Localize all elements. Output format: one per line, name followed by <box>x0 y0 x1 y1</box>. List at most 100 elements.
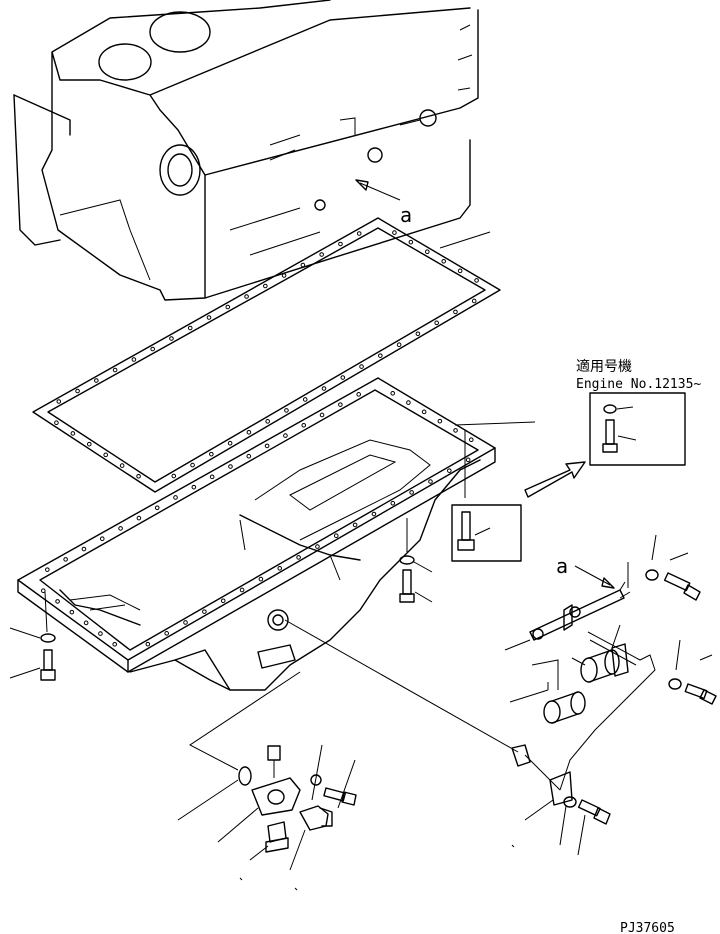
bolt-hole <box>378 353 383 358</box>
engine-block <box>13 0 479 301</box>
bolt-hole <box>136 473 141 479</box>
bolt-hole <box>338 241 343 247</box>
bolt-hole <box>118 526 123 531</box>
bolt-hole <box>81 546 87 552</box>
bolt-hole <box>300 262 306 268</box>
bolt-hole <box>390 390 396 396</box>
bolt-hole <box>112 641 118 647</box>
bolt-hole <box>390 500 396 506</box>
bolt-hole <box>465 457 471 463</box>
bolt-hole <box>406 400 411 405</box>
bolt-hole <box>119 463 125 468</box>
bolt-hole <box>392 230 397 235</box>
drain-plug-assembly <box>177 671 515 891</box>
bolt-hole <box>209 451 214 457</box>
bolt-hole <box>281 273 287 278</box>
bolt-hole <box>447 468 452 473</box>
callout-a-tube-label: a <box>556 554 568 578</box>
gauge-guide-wire <box>284 619 611 856</box>
bolt-hole <box>244 294 249 299</box>
bolt-hole <box>70 431 76 436</box>
bolt-hole <box>424 249 430 255</box>
bolt-hole <box>173 495 178 500</box>
bolt-hole <box>319 252 324 257</box>
bolt-hole <box>434 320 439 326</box>
bolt-hole <box>94 378 99 383</box>
bolt-hole <box>183 620 188 625</box>
bolt-hole <box>40 588 46 594</box>
bolt-inset-box <box>451 504 522 562</box>
bolt-hole <box>83 620 89 626</box>
bolt-hole <box>356 231 362 236</box>
bolt-hole <box>340 375 346 380</box>
oil-pan-gasket <box>32 217 501 493</box>
bolt-hole <box>277 565 283 571</box>
oil-pan-bolt-holes <box>40 390 474 647</box>
bolt-hole <box>239 587 245 593</box>
bolt-hole <box>171 473 177 479</box>
gauge-sleeve-lower <box>509 659 586 724</box>
bolt-hole <box>428 479 433 484</box>
bolt-hole <box>415 331 421 337</box>
callout-a-tube: a <box>556 554 615 589</box>
bolt-hole <box>315 544 320 549</box>
bolt-hole <box>302 397 308 402</box>
drawing-code: PJ37605 <box>620 921 675 934</box>
bolt-hole <box>209 474 215 480</box>
gauge-tube-assembly <box>504 562 656 791</box>
bolt-hole <box>103 452 109 458</box>
bolt-hole <box>69 609 75 615</box>
arrow-to-new-parts <box>524 461 586 498</box>
bolt-hole <box>150 346 155 352</box>
bolt-hole <box>202 609 207 614</box>
bolt-hole <box>220 598 226 604</box>
bolt-hole <box>319 412 325 418</box>
pan-bolt-left <box>9 591 56 681</box>
bolt-hole <box>145 641 151 647</box>
bolt-hole <box>206 315 212 320</box>
bolt-hole <box>227 440 233 446</box>
oil-pan <box>17 377 536 691</box>
bolt-hole <box>453 309 458 315</box>
bolt-hole <box>352 522 358 528</box>
bolt-hole <box>409 490 414 495</box>
bolt-hole <box>225 304 231 310</box>
bolt-hole <box>296 555 301 560</box>
applicability-jp: 適用号機 <box>576 358 632 375</box>
bolt-hole <box>86 441 92 447</box>
gasket-bolt-holes <box>54 230 479 479</box>
bolt-hole <box>154 505 160 511</box>
applicability-note: 適用号機 Engine No.12135~ <box>576 358 701 466</box>
bolt-hole <box>191 484 197 490</box>
bolt-hole <box>136 515 142 521</box>
bolt-hole <box>474 278 479 283</box>
bolt-hole <box>112 367 118 373</box>
bolt-hole <box>63 557 68 562</box>
bolt-hole <box>54 420 59 426</box>
bolt-hole <box>356 392 361 397</box>
bolt-hole <box>396 342 402 348</box>
bolt-hole <box>437 418 443 424</box>
bolt-hole <box>169 336 174 341</box>
bolt-hole <box>187 325 193 331</box>
bolt-hole <box>471 298 477 304</box>
bolt-hole <box>338 402 343 407</box>
bolt-hole <box>56 399 62 404</box>
bolt-hole <box>468 437 474 443</box>
bolt-hole <box>131 357 137 362</box>
bolt-hole <box>75 388 80 394</box>
pan-bolt-right <box>399 518 433 603</box>
bolt-hole <box>333 533 339 539</box>
bolt-hole <box>164 631 169 636</box>
bolt-hole <box>301 422 307 428</box>
callout-a-block: a <box>355 179 412 227</box>
bolt-hole <box>258 576 264 582</box>
bolt-hole <box>228 464 233 469</box>
bolt-hole <box>264 443 270 449</box>
bolt-hole <box>359 364 364 369</box>
bolt-hole <box>45 567 50 572</box>
tube-bolt-top <box>645 534 701 601</box>
callout-a-label: a <box>400 203 412 227</box>
